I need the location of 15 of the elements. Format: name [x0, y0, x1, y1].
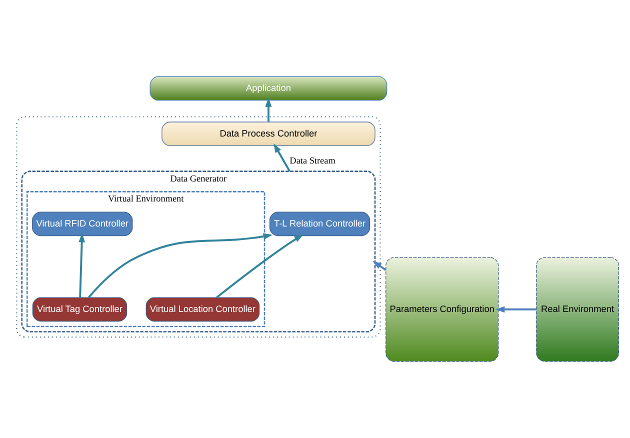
edge-label: Data Stream: [290, 156, 336, 166]
node-box: Parameters Configuration: [386, 257, 499, 362]
node-box: Virtual Tag Controller: [32, 297, 128, 322]
arrow: [88, 233, 273, 298]
arrow: [216, 234, 304, 298]
arrow: [265, 98, 272, 122]
node-box: Virtual RFID Controller: [32, 212, 133, 236]
node-box: Data Process Controller: [162, 122, 376, 146]
arrow: [78, 233, 86, 298]
node-box: Application: [150, 76, 388, 101]
arrow: [495, 306, 536, 313]
arrow: [274, 143, 291, 172]
node-box: Virtual Location Controller: [146, 297, 260, 322]
node-box: T-L Relation Controller: [269, 212, 370, 236]
node-box: Real Environment: [536, 257, 619, 362]
